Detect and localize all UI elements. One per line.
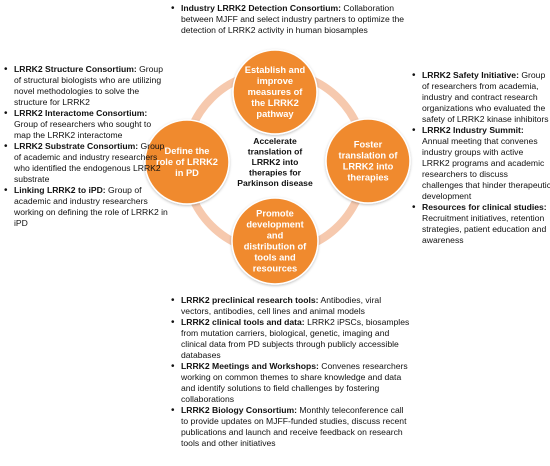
label-line: role of LRRK2 <box>156 157 218 167</box>
bullet-item: Industry LRRK2 Detection Consortium: Col… <box>170 3 420 36</box>
bullet-title: Resources for clinical studies: <box>422 202 547 212</box>
bullet-item: Linking LRRK2 to iPD: Group of academic … <box>3 185 168 229</box>
label-line: Promote <box>256 209 294 219</box>
bullet-title: LRRK2 Substrate Consortium: <box>14 141 139 151</box>
label-line: development <box>246 220 303 230</box>
bullet-text: Antibodies, viral vectors, antibodies, c… <box>181 295 382 316</box>
therapies-block: LRRK2 Safety Initiative: Group of resear… <box>411 70 550 246</box>
label-line: translation of <box>339 151 399 161</box>
bullet-text: Group of researchers from academia, indu… <box>422 70 549 124</box>
label-line: measures of <box>248 87 304 97</box>
bullet-text: Collaboration between MJFF and select in… <box>181 3 405 35</box>
label-line: Accelerate <box>253 136 297 146</box>
node-bottom-circle <box>231 197 319 285</box>
label-line: in PD <box>175 168 199 178</box>
bullet-title: LRRK2 Biology Consortium: <box>181 405 298 415</box>
node-right-circle <box>325 118 411 204</box>
bullet-title: LRRK2 Structure Consortium: <box>14 64 137 74</box>
label-line: pathway <box>256 109 294 119</box>
bullet-title: LRRK2 preclinical research tools: <box>181 295 319 305</box>
label-line: therapies <box>347 173 388 183</box>
bullet-text: Group of researchers who sought to map t… <box>14 119 152 140</box>
label-line: LRRK2 into <box>343 162 394 172</box>
bullet-title: Linking LRRK2 to iPD: <box>14 185 106 195</box>
right-list: LRRK2 Safety Initiative: Group of resear… <box>411 70 550 246</box>
label-line: tools and <box>254 253 296 263</box>
bullet-title: LRRK2 Safety Initiative: <box>422 70 519 80</box>
label-line: translation of <box>248 147 303 157</box>
bullet-item: LRRK2 Substrate Consortium: Group of aca… <box>3 141 168 185</box>
bullet-title: LRRK2 clinical tools and data: <box>181 317 305 327</box>
label-line: LRRK2 into <box>252 157 299 167</box>
bullet-title: LRRK2 Meetings and Workshops: <box>181 361 319 371</box>
node-top-circle <box>232 49 318 135</box>
bullet-item: LRRK2 clinical tools and data: LRRK2 iPS… <box>170 317 410 361</box>
bullet-item: LRRK2 preclinical research tools: Antibo… <box>170 295 410 317</box>
top-list: Industry LRRK2 Detection Consortium: Col… <box>170 3 420 36</box>
left-list: LRRK2 Structure Consortium: Group of str… <box>3 64 168 229</box>
bullet-title: LRRK2 Industry Summit: <box>422 125 524 135</box>
label-line: distribution of <box>244 242 307 252</box>
bullet-item: LRRK2 Meetings and Workshops: Convenes r… <box>170 361 410 405</box>
bullet-text: Monthly teleconference call to provide u… <box>181 405 407 448</box>
bullet-text: Recruitment initiatives, retention strat… <box>422 213 547 245</box>
bullet-item: LRRK2 Interactome Consortium: Group of r… <box>3 108 168 141</box>
bullet-title: LRRK2 Interactome Consortium: <box>14 108 148 118</box>
bullet-text: Group of structural biologists who are u… <box>14 64 163 107</box>
label-line: Establish and <box>245 65 306 75</box>
label-line: and <box>267 231 284 241</box>
bullet-text: Annual meeting that convenes industry gr… <box>422 136 550 201</box>
detection-consortium-block: Industry LRRK2 Detection Consortium: Col… <box>170 3 420 36</box>
label-line: Parkinson disease <box>237 178 313 188</box>
bullet-item: LRRK2 Safety Initiative: Group of resear… <box>411 70 550 125</box>
bullet-item: Resources for clinical studies: Recruitm… <box>411 202 550 246</box>
bullet-item: LRRK2 Industry Summit: Annual meeting th… <box>411 125 550 202</box>
label-line: Foster <box>354 140 383 150</box>
bullet-text: Group of academic and industry researche… <box>14 185 168 228</box>
bullet-text: Group of academic and industry researche… <box>14 141 165 184</box>
role-in-pd-block: LRRK2 Structure Consortium: Group of str… <box>3 64 168 229</box>
bullet-title: Industry LRRK2 Detection Consortium: <box>181 3 341 13</box>
bullet-text: LRRK2 iPSCs, biosamples from mutation ca… <box>181 317 410 360</box>
label-line: Define the <box>165 146 210 156</box>
tools-resources-block: LRRK2 preclinical research tools: Antibo… <box>170 295 410 449</box>
label-line: improve <box>257 76 293 86</box>
bullet-text: Convenes researchers working on common t… <box>181 361 408 404</box>
bottom-list: LRRK2 preclinical research tools: Antibo… <box>170 295 410 449</box>
bullet-item: LRRK2 Structure Consortium: Group of str… <box>3 64 168 108</box>
bullet-item: LRRK2 Biology Consortium: Monthly teleco… <box>170 405 410 449</box>
label-line: therapies for <box>249 168 302 178</box>
label-line: the LRRK2 <box>251 98 299 108</box>
label-line: resources <box>253 264 297 274</box>
